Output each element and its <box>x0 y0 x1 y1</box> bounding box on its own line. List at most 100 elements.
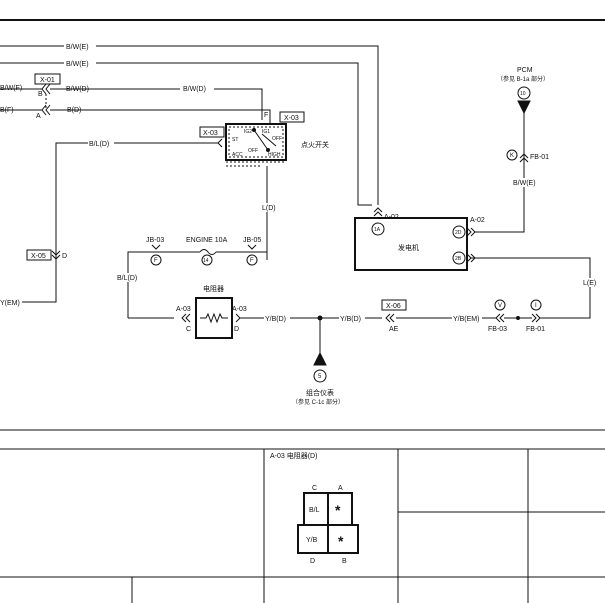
pin-v: V <box>498 303 502 309</box>
connector-label-a03-right: A-03 <box>232 306 247 313</box>
connector-arrow <box>41 83 51 95</box>
connector-arrow <box>466 227 476 237</box>
wire-label-l-d: L(D) <box>262 205 276 212</box>
pin-v-circle <box>494 299 506 311</box>
connector-view-bottom-right <box>327 524 359 554</box>
connector-arrow <box>181 313 191 323</box>
connector-label-a02-right: A-02 <box>470 217 485 224</box>
splice-node <box>516 316 520 320</box>
wire-label-bl-d-left: B/L(D) <box>117 275 137 282</box>
component-pcm: PCM <box>517 67 533 74</box>
switch-contacts <box>253 129 277 151</box>
connector-x06 <box>381 299 407 311</box>
switch-off2: OFF <box>272 136 282 142</box>
connector-x01 <box>34 73 61 85</box>
component-cluster: 组合仪表 <box>306 388 334 397</box>
switch-ig2: IG2 <box>244 129 252 135</box>
wire-label-l-e: L(E) <box>583 280 596 287</box>
wire-label-yb-d-1: Y/B(D) <box>265 316 286 323</box>
wire-label-b-f: B(F) <box>0 107 14 114</box>
pin-14-circle <box>201 254 213 266</box>
wire-label-b-d: B(D) <box>67 107 81 114</box>
connector-label-x06: X-06 <box>386 303 401 310</box>
wire-label-yb-em: Y/B(EM) <box>453 316 479 323</box>
pin-f-jb05: F <box>250 258 254 264</box>
pin-ae: AE <box>389 326 399 333</box>
ignition-switch <box>225 123 287 161</box>
pin-k-circle <box>506 149 518 161</box>
pin-14: 14 <box>203 258 209 264</box>
wire-label-bw-e-fb: B/W(E) <box>513 180 536 187</box>
switch-ig1: IG1 <box>262 129 270 135</box>
fuse-symbol <box>199 249 217 255</box>
switch-acc: ACC <box>232 152 243 158</box>
connector-label-x03a: X-03 <box>203 130 218 137</box>
connector-arrow <box>217 138 223 148</box>
label-bg <box>116 273 140 282</box>
label-bg <box>452 314 482 323</box>
connector-x05 <box>26 249 52 261</box>
component-cluster-ref: （参见 C-1c 部分） <box>292 398 344 406</box>
connector-view-wire-bl: B/L <box>309 507 320 514</box>
wire-label-bw-e-second: B/W(E) <box>66 61 89 68</box>
label-bg <box>64 58 96 67</box>
connector-view-col-d: D <box>310 558 315 565</box>
connector-label-x01: X-01 <box>40 77 55 84</box>
connector-arrow <box>495 313 505 323</box>
wire-y-em <box>0 262 57 303</box>
pin-1a-circle <box>371 222 385 236</box>
connector-view-col-a: A <box>338 485 343 492</box>
pcm-arrow <box>517 100 531 115</box>
connector-arrow <box>41 104 51 116</box>
pin-2b: 2B <box>455 256 462 262</box>
connector-label-fb01-bottom: FB-01 <box>526 326 545 333</box>
wire-jb-left <box>127 251 200 318</box>
wire-label-bw-f: B/W(F) <box>0 85 22 92</box>
switch-high: HIGH <box>268 152 281 158</box>
pin-f: F <box>264 112 268 119</box>
connector-arrow <box>247 244 257 250</box>
wire-bl-d-top <box>55 142 218 300</box>
pin-2d: 2D <box>455 230 462 236</box>
component-pcm-ref: （参见 B-1a 部分） <box>497 75 549 83</box>
connector-view-wire-yb: Y/B <box>306 537 318 544</box>
connector-view-title: A-03 电阻器(D) <box>270 451 317 460</box>
wire-label-bw-d-left: B/W(D) <box>66 86 89 93</box>
pin-5-circle <box>313 369 327 383</box>
pin-i: I <box>535 303 537 309</box>
connector-view-star1: * <box>335 502 341 518</box>
wire-label-bw-e-top-text: B/W(E) <box>66 44 89 51</box>
resistor-symbol <box>200 312 228 324</box>
wire-bw-e-top <box>0 45 379 205</box>
label-bg <box>64 42 96 51</box>
pin-f2: F <box>154 258 158 264</box>
pin-k: K <box>510 153 514 159</box>
wire-label-bw-d-right: B/W(D) <box>183 86 206 93</box>
connector-x03b <box>279 111 305 123</box>
generator-box <box>354 217 468 271</box>
connector-view-col-c: C <box>312 485 317 492</box>
connector-label-fb01-top: FB-01 <box>530 154 549 161</box>
pin-10: 10 <box>520 91 526 97</box>
label-bg <box>582 278 600 287</box>
wire-bw-d-right <box>214 88 263 120</box>
pin-f2-circle <box>150 254 162 266</box>
switch-off: OFF <box>248 148 258 154</box>
ignition-switch-inner <box>228 126 284 158</box>
component-ignition-switch: 点火开关 <box>301 140 329 149</box>
label-bg <box>264 314 290 323</box>
switch-node <box>252 128 256 132</box>
component-resistor: 电阻器 <box>203 284 224 293</box>
connector-label-a02-top: A-02 <box>384 214 399 221</box>
cluster-arrow <box>313 351 327 366</box>
switch-st: ST <box>232 137 238 143</box>
connector-arrow <box>385 313 395 323</box>
wire-bw-e-fb <box>475 112 525 233</box>
wire-bw-e-second <box>0 62 372 206</box>
connector-label-x05: X-05 <box>31 253 46 260</box>
connector-label-fb03: FB-03 <box>488 326 507 333</box>
pin-a: A <box>36 113 41 120</box>
label-bg <box>0 298 22 307</box>
pin-2d-circle <box>452 225 466 239</box>
component-generator: 发电机 <box>398 243 419 252</box>
